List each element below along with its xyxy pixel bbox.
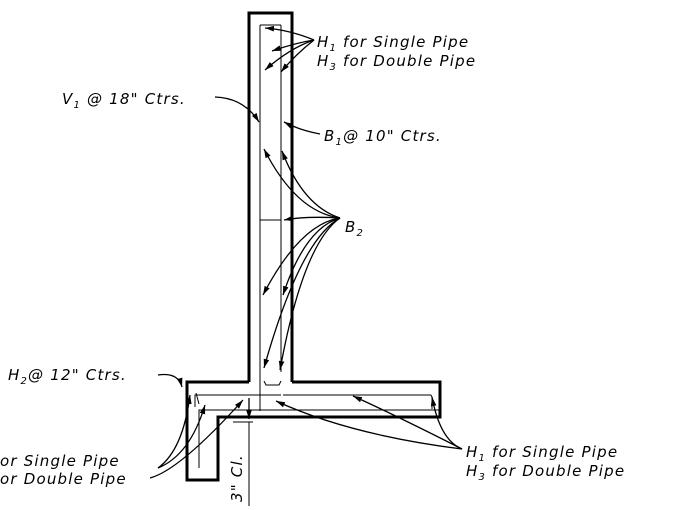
label-top-h1: H1 for Single Pipe — [317, 33, 469, 54]
label-bottom-left-single: or Single Pipe — [0, 452, 120, 470]
label-b2: B2 — [345, 218, 364, 239]
label-bottom-left-double: or Double Pipe — [0, 470, 127, 488]
label-v1: V1 @ 18" Ctrs. — [62, 90, 186, 111]
label-h2: H2@ 12" Ctrs. — [8, 366, 127, 387]
label-bottom-h1: H1 for Single Pipe — [466, 443, 618, 464]
label-bottom-h3: H3 for Double Pipe — [466, 462, 625, 483]
label-clearance: 3" Cl. — [228, 454, 246, 502]
label-top-h3: H3 for Double Pipe — [317, 52, 476, 73]
leaders — [149, 25, 463, 479]
label-b1: B1@ 10" Ctrs. — [324, 127, 442, 148]
clearance-dimension — [233, 398, 253, 506]
